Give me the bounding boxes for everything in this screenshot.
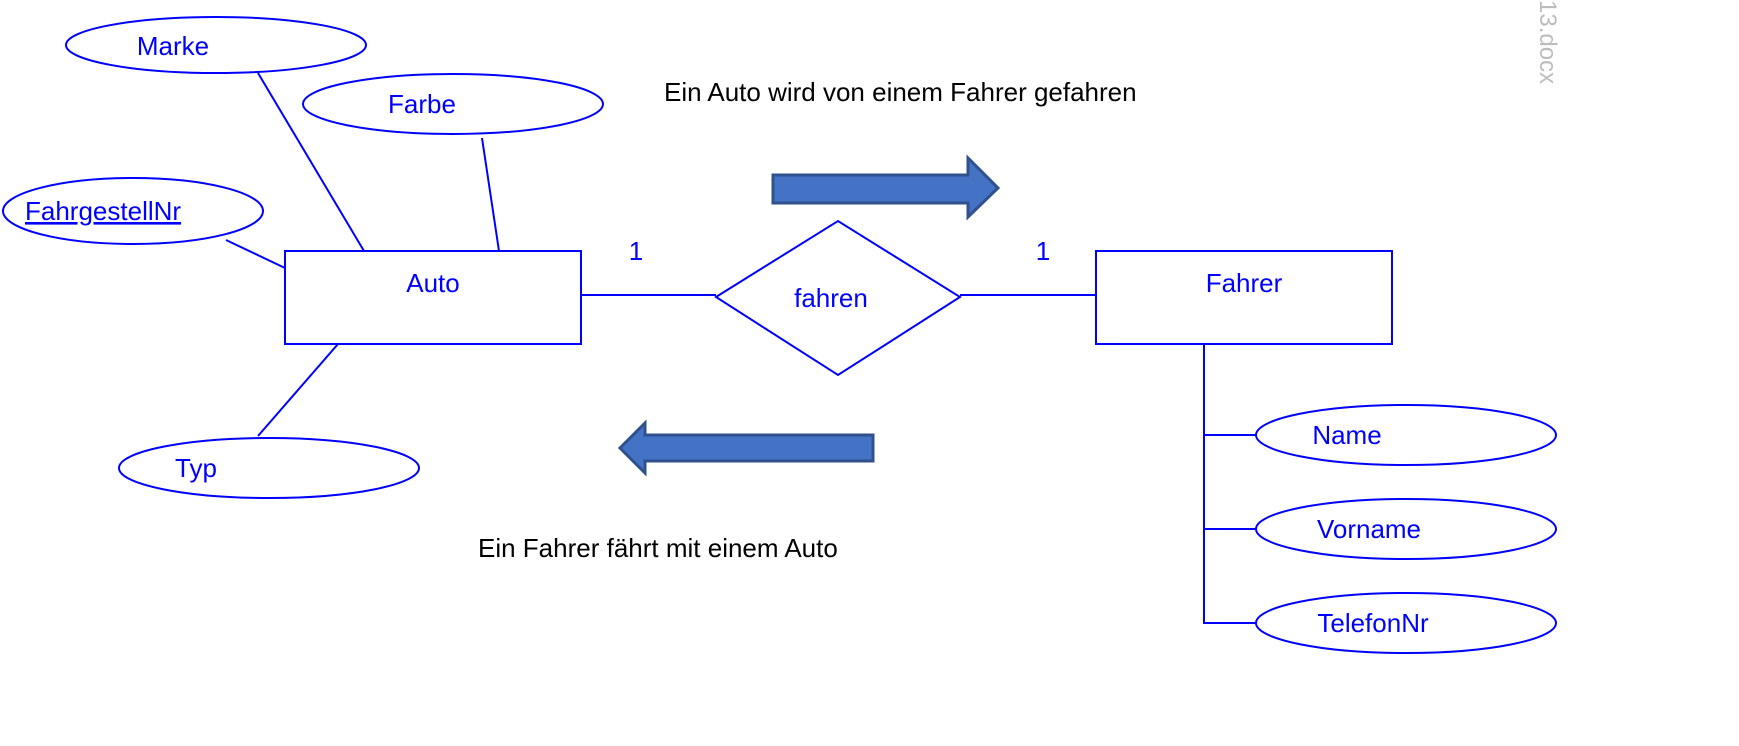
caption-forward: Ein Auto wird von einem Fahrer gefahren <box>664 77 1137 107</box>
attribute-fahrgestellnr: FahrgestellNr <box>2 177 264 245</box>
fahrer-attribute-trunk <box>1203 344 1256 624</box>
attribute-typ: Typ <box>118 437 420 499</box>
cardinality-auto: 1 <box>629 236 643 266</box>
attribute-farbe: Farbe <box>302 73 604 135</box>
arrow-left-icon <box>617 419 875 477</box>
fahrer-label: Fahrer <box>1206 268 1283 298</box>
farbe-connector <box>481 137 500 252</box>
fahrgestellnr-connector <box>225 239 286 269</box>
arrow-right-icon <box>771 154 1001 221</box>
vorname-label: Vorname <box>1317 514 1421 544</box>
typ-connector <box>257 343 339 437</box>
attribute-marke: Marke <box>65 16 367 74</box>
auto-label: Auto <box>406 268 460 298</box>
relationship-fahren: fahren <box>714 219 962 377</box>
name-label: Name <box>1312 420 1381 450</box>
attribute-telefonnr: TelefonNr <box>1255 592 1557 654</box>
fahren-label: fahren <box>794 283 868 313</box>
telefonnr-label: TelefonNr <box>1317 608 1429 638</box>
attribute-vorname: Vorname <box>1255 498 1557 560</box>
fahrgestellnr-label: FahrgestellNr <box>25 196 181 226</box>
watermark-text: 13.docx <box>1534 0 1561 84</box>
marke-connector <box>257 72 365 252</box>
farbe-label: Farbe <box>388 89 456 119</box>
attribute-name: Name <box>1255 404 1557 466</box>
entity-fahrer: Fahrer <box>1095 250 1393 345</box>
caption-backward: Ein Fahrer fährt mit einem Auto <box>478 533 838 563</box>
cardinality-fahrer: 1 <box>1036 236 1050 266</box>
entity-auto: Auto <box>284 250 582 345</box>
marke-label: Marke <box>137 31 209 61</box>
typ-label: Typ <box>175 453 217 483</box>
